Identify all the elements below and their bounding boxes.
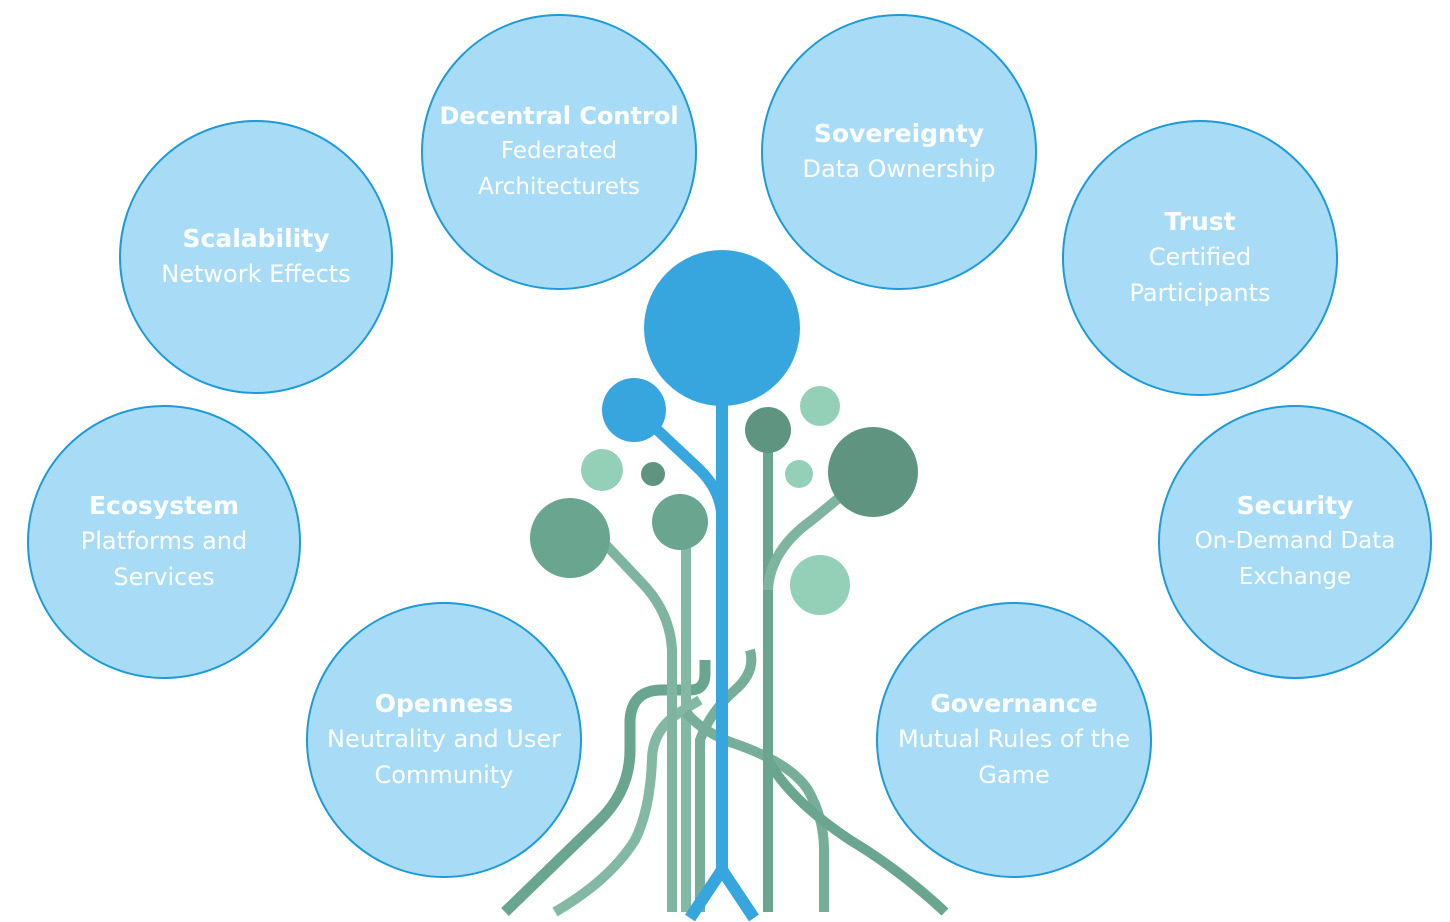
bubble-subtitle: Federated Architecturets — [478, 138, 640, 200]
tree-node-light-right-lower — [790, 555, 850, 615]
bubble-security: Security On-Demand Data Exchange — [1158, 405, 1432, 679]
bubble-title: Ecosystem — [88, 491, 240, 520]
tree-node-green-mid — [652, 494, 708, 550]
tree-node-light-left — [581, 449, 623, 491]
tree-root-left — [685, 866, 727, 922]
bubble-subtitle: Mutual Rules of the Game — [897, 725, 1131, 789]
tree-branch-cross-2 — [695, 648, 757, 912]
tree-node-green-right-upper — [745, 407, 791, 453]
bubble-subtitle: On-Demand Data Exchange — [1194, 528, 1396, 590]
bubble-trust: Trust Certified Participants — [1062, 120, 1338, 396]
tree-branch-cross — [682, 708, 829, 912]
bubble-title: Scalability — [182, 224, 330, 253]
bubble-title: Sovereignty — [813, 119, 985, 148]
tree-branch-left-inner — [552, 695, 703, 917]
tree-branch-lower-left — [586, 524, 677, 912]
bubble-title: Security — [1236, 491, 1354, 520]
bubble-subtitle: Neutrality and User Community — [327, 725, 561, 789]
tree-node-green-large-right — [828, 427, 918, 517]
tree-node-blue-small — [602, 378, 666, 442]
tree-branch-right-lower — [763, 757, 949, 916]
bubble-openness: Openness Neutrality and User Community — [306, 602, 582, 878]
bubble-governance: Governance Mutual Rules of the Game — [876, 602, 1152, 878]
bubble-sovereignty: Sovereignty Data Ownership — [761, 14, 1037, 290]
tree-node-green-large-left — [530, 498, 610, 578]
bubble-title: Openness — [374, 689, 514, 718]
bubble-title: Trust — [1164, 207, 1236, 236]
bubble-subtitle: Network Effects — [161, 260, 351, 288]
tree-trunk-branch — [630, 403, 728, 521]
tree-root-right — [717, 866, 759, 922]
tree-node-dark-tiny — [641, 462, 665, 486]
bubble-title: Decentral Control — [439, 102, 679, 130]
tree-node-light-top-right — [800, 386, 840, 426]
bubble-scalability: Scalability Network Effects — [119, 120, 393, 394]
bubble-subtitle: Data Ownership — [802, 155, 996, 183]
tree-branch-left-outer — [501, 660, 711, 916]
bubble-decentral-control: Decentral Control Federated Architecture… — [421, 14, 697, 290]
tree-node-light-tiny — [785, 460, 813, 488]
bubble-ecosystem: Ecosystem Platforms and Services — [27, 405, 301, 679]
bubble-title: Governance — [930, 689, 1098, 718]
bubble-subtitle: Platforms and Services — [80, 527, 248, 591]
tree-node-top — [644, 250, 800, 406]
bubble-subtitle: Certified Participants — [1129, 243, 1271, 307]
tree-branch-right-upper — [763, 466, 877, 591]
